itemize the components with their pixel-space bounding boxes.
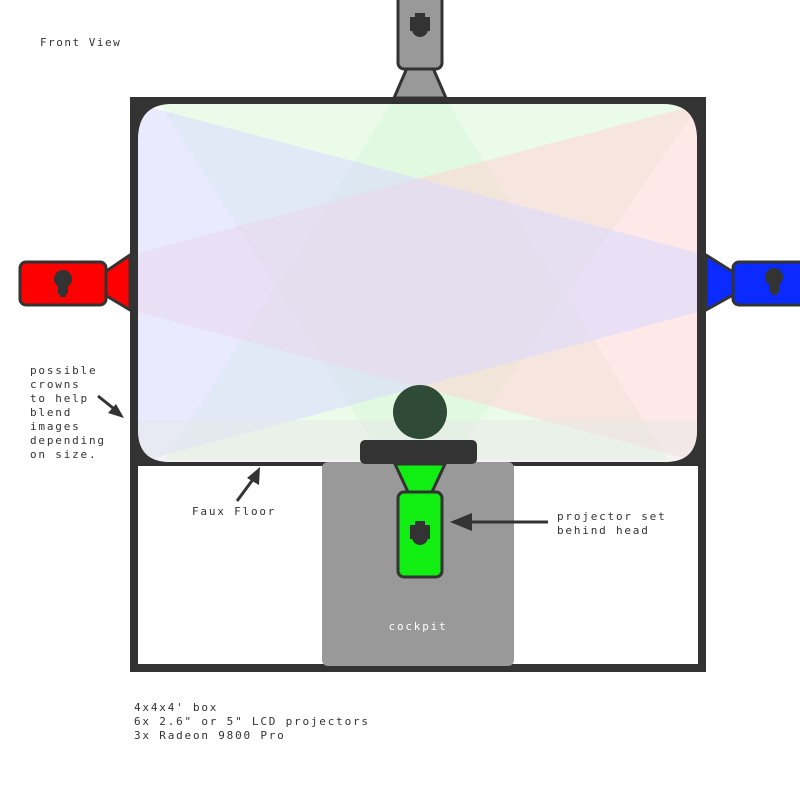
- projector-note-arrow: [450, 513, 548, 531]
- svg-text:crowns: crowns: [30, 378, 81, 391]
- svg-text:to help: to help: [30, 392, 89, 405]
- faux-floor-label: Faux Floor: [192, 505, 276, 518]
- spec-box: 4x4x4' box: [134, 701, 218, 714]
- projector-right: [704, 253, 800, 312]
- spec-gpus: 3x Radeon 9800 Pro: [134, 729, 286, 742]
- crowns-arrow: [97, 394, 124, 418]
- svg-text:on size.: on size.: [30, 448, 97, 461]
- head: [393, 385, 447, 439]
- specs-list: 4x4x4' box 6x 2.6" or 5" LCD projectors …: [134, 701, 370, 742]
- projector-cockpit: [393, 462, 447, 579]
- floor-arrow: [235, 467, 260, 502]
- lightbulb-icon: [765, 268, 783, 295]
- svg-text:images: images: [30, 420, 81, 433]
- lightbulb-icon: [54, 270, 72, 297]
- projector-note-line2: behind head: [557, 524, 650, 537]
- svg-text:possible: possible: [30, 364, 97, 377]
- title-text: Front View: [40, 36, 121, 49]
- svg-text:depending: depending: [30, 434, 106, 447]
- lightbulb-icon: [410, 521, 430, 545]
- spec-projectors: 6x 2.6" or 5" LCD projectors: [134, 715, 370, 728]
- lightbulb-icon: [410, 13, 430, 37]
- crowns-note: possible crowns to help blend images dep…: [30, 364, 106, 461]
- svg-text:blend: blend: [30, 406, 72, 419]
- projector-left: [18, 253, 132, 312]
- projector-top: [392, 0, 448, 100]
- projector-note-line1: projector set: [557, 510, 667, 523]
- shoulders: [360, 440, 477, 464]
- cockpit-label: cockpit: [389, 620, 448, 633]
- beam-right: [138, 104, 697, 462]
